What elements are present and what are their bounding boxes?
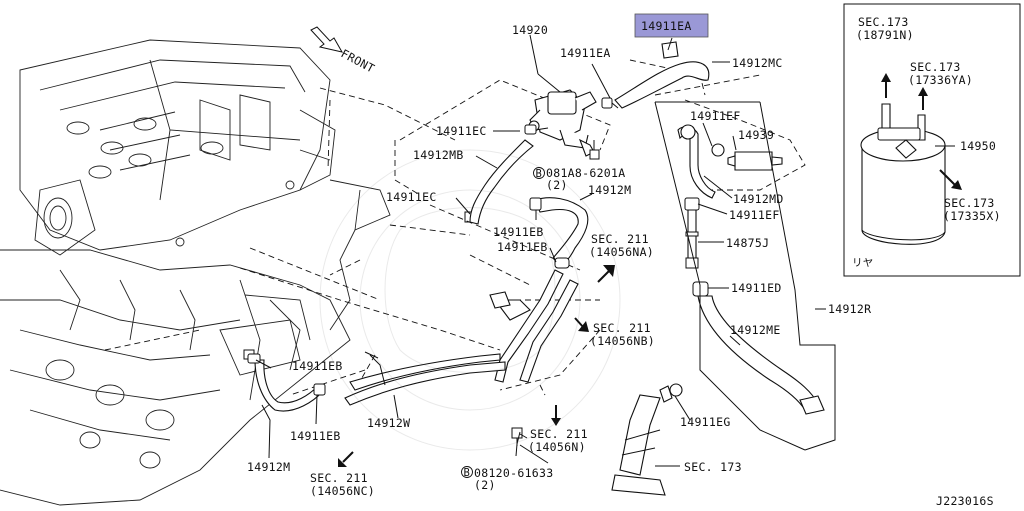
label-14950: 14950 [960, 139, 996, 153]
label-sec173-17336YA-line1: SEC.173 [910, 60, 961, 74]
label-sec211-n-line2: (14056N) [528, 440, 586, 454]
label-14911EB-b: 14911EB [497, 240, 548, 254]
label-14911EA-highlighted[interactable]: 14911EA [641, 19, 692, 33]
front-label: FRONT [339, 46, 377, 75]
label-14912R: 14912R [828, 302, 871, 316]
inset-orientation-mark: リヤ [852, 257, 874, 269]
watermark-logo [319, 149, 621, 451]
label-14912MD: 14912MD [733, 192, 784, 206]
label-14911EF-b: 14911EF [729, 208, 780, 222]
canister-inset [843, 3, 1021, 277]
label-14912MB: 14912MB [413, 148, 464, 162]
diagram-code: J223016S [936, 494, 994, 508]
label-14911EA: 14911EA [560, 46, 611, 60]
front-direction-arrow: FRONT [310, 26, 377, 76]
label-14911EG: 14911EG [680, 415, 731, 429]
label-081A8-qty: (2) [546, 178, 568, 192]
label-14911EB-a: 14911EB [493, 225, 544, 239]
highlighted-part-box[interactable] [634, 13, 709, 38]
bolt-081A8 [589, 140, 600, 160]
label-sec211-nc-line2: (14056NC) [310, 484, 375, 498]
callout-leaders [255, 34, 826, 467]
label-14912M-upper: 14912M [588, 183, 631, 197]
label-14911EF-a: 14911EF [690, 109, 741, 123]
purge-valve [528, 73, 597, 149]
label-sec173-18791N-line2: (18791N) [856, 28, 914, 42]
sec-arrows [338, 265, 615, 467]
label-sec173-bottom: SEC. 173 [684, 460, 742, 474]
label-sec173-18791N-line1: SEC.173 [858, 15, 909, 29]
label-14911ED: 14911ED [731, 281, 782, 295]
label-14912ME: 14912ME [730, 323, 781, 337]
label-sec211-n-line1: SEC. 211 [530, 427, 588, 441]
label-sec211-na-line1: SEC. 211 [591, 232, 649, 246]
label-14912MC: 14912MC [732, 56, 783, 70]
part-labels: 14911EA 14920 14911EA 14912MC 14911EC 14… [247, 13, 1001, 508]
engine-illustration [0, 39, 475, 506]
label-sec211-nb-line1: SEC. 211 [593, 321, 651, 335]
label-081A8-6201A: 081A8-6201A [546, 166, 625, 180]
label-14912W: 14912W [367, 416, 410, 430]
label-14911EB-c: 14911EB [292, 359, 343, 373]
label-sec173-17336YA-line2: (17336YA) [908, 73, 973, 87]
label-sec173-17335X-line2: (17335X) [943, 209, 1001, 223]
bolt-b-marker-1: B [536, 168, 543, 180]
label-sec173-17335X-line1: SEC.173 [944, 196, 995, 210]
label-14875J: 14875J [726, 236, 769, 250]
label-sec211-nc-line1: SEC. 211 [310, 471, 368, 485]
label-14920: 14920 [512, 23, 548, 37]
label-08120-61633: 08120-61633 [474, 466, 553, 480]
label-08120-qty: (2) [474, 478, 496, 492]
label-14911EB-d: 14911EB [290, 429, 341, 443]
label-14939: 14939 [738, 128, 774, 142]
label-14912M-lower: 14912M [247, 460, 290, 474]
hoses-and-pipes [247, 41, 836, 496]
label-14911EC-b: 14911EC [386, 190, 437, 204]
label-sec211-na-line2: (14056NA) [589, 245, 654, 259]
label-sec211-nb-line2: (14056NB) [590, 334, 655, 348]
bolt-b-marker-2: B [464, 467, 471, 479]
label-14911EC-a: 14911EC [436, 124, 487, 138]
